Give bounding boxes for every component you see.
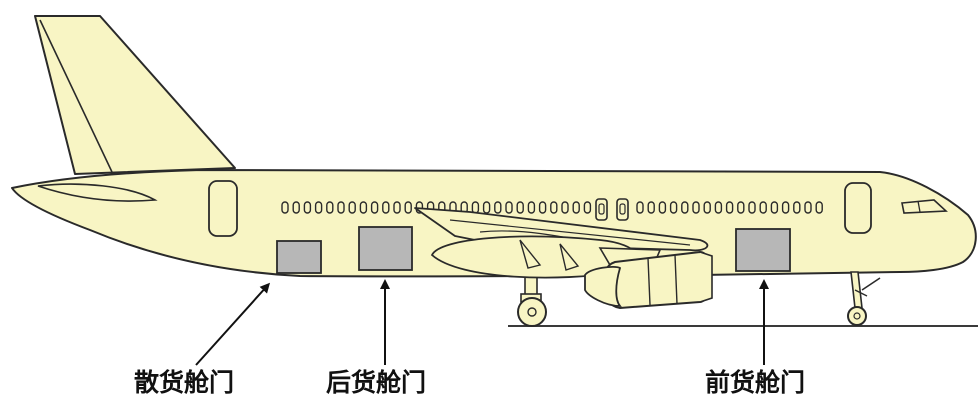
bulk-cargo-door-label: 散货舱门 — [134, 368, 235, 397]
passenger-window — [494, 201, 502, 214]
passenger-window — [393, 201, 401, 214]
passenger-window — [815, 201, 823, 214]
passenger-window — [550, 201, 558, 214]
passenger-window — [337, 201, 345, 214]
passenger-window — [658, 201, 667, 214]
forward-cargo-door-label: 前货舱门 — [705, 368, 806, 397]
passenger-window — [759, 201, 767, 214]
passenger-window — [703, 201, 711, 214]
passenger-window — [647, 201, 655, 214]
passenger-window — [348, 201, 356, 214]
bulk-cargo-door — [276, 240, 322, 274]
passenger-window — [714, 201, 723, 214]
cockpit-windows — [901, 199, 948, 214]
passenger-window — [725, 201, 734, 214]
passenger-window — [583, 201, 592, 214]
passenger-window — [692, 201, 700, 214]
front-passenger-door — [844, 182, 872, 234]
passenger-window — [314, 201, 323, 214]
passenger-window — [292, 201, 300, 214]
overwing-exit-left — [595, 198, 608, 221]
passenger-window — [382, 201, 390, 214]
passenger-window — [370, 201, 379, 214]
passenger-window — [636, 201, 644, 214]
horizontal-stabilizer — [37, 183, 158, 202]
passenger-window — [516, 201, 524, 214]
passenger-window — [737, 201, 745, 214]
passenger-window — [359, 201, 368, 214]
passenger-window — [281, 201, 289, 214]
passenger-window — [326, 201, 334, 214]
passenger-window — [482, 201, 491, 214]
nose-landing-gear — [847, 271, 881, 326]
forward-cargo-door — [735, 228, 791, 272]
engine-nacelle — [584, 251, 713, 309]
passenger-window — [748, 201, 756, 214]
passenger-window — [793, 201, 801, 214]
passenger-window — [527, 201, 536, 214]
rear-passenger-door — [208, 180, 238, 237]
passenger-window — [770, 201, 779, 214]
aft-cargo-door — [358, 226, 413, 271]
passenger-window — [804, 201, 812, 214]
rudder-hinge-line — [39, 19, 113, 173]
passenger-window — [538, 201, 547, 214]
overwing-exit-right — [616, 198, 629, 221]
passenger-window — [561, 201, 569, 214]
passenger-window — [681, 201, 689, 214]
cockpit-window-divider — [917, 200, 921, 213]
passenger-window — [669, 201, 678, 214]
passenger-window — [303, 201, 312, 214]
passenger-window — [781, 201, 790, 214]
aft-cargo-door-label: 后货舱门 — [326, 368, 427, 397]
passenger-window-row — [281, 201, 823, 214]
passenger-window — [572, 201, 580, 214]
vertical-stabilizer — [34, 15, 236, 175]
bulk-cargo-door-arrow — [195, 282, 271, 366]
passenger-window — [404, 201, 412, 214]
passenger-window — [505, 201, 513, 214]
